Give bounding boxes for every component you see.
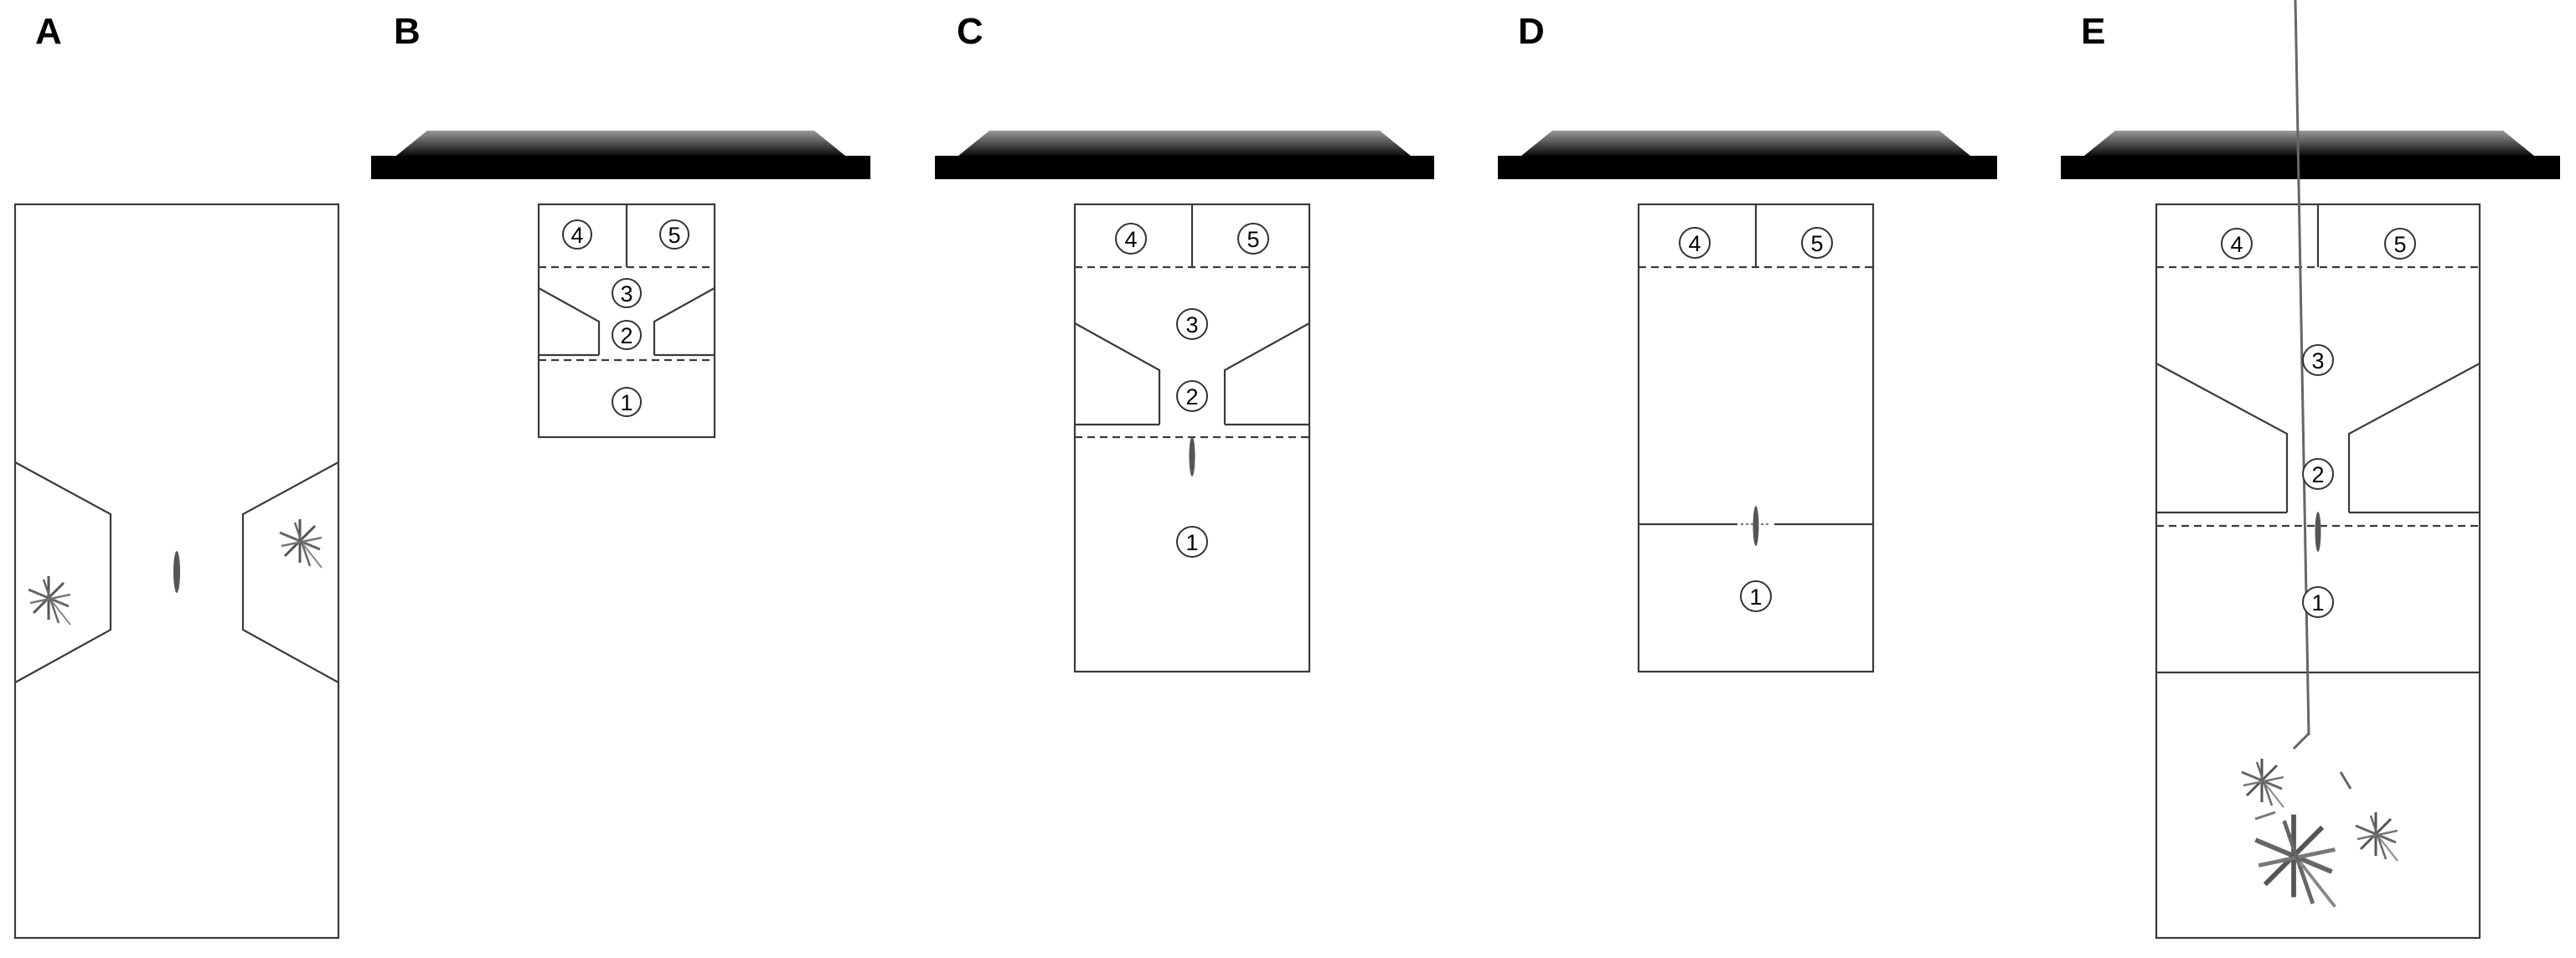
region-label-3-c: 3	[1185, 312, 1198, 337]
region-label-2-e: 2	[2311, 462, 2324, 487]
top-base-d	[1498, 156, 1997, 179]
top-bar-e	[2084, 131, 2534, 156]
region-label-4-c: 4	[1124, 227, 1137, 252]
top-bar-c	[958, 131, 1411, 156]
panel-a: A	[13, 11, 340, 940]
cell-cluster-left-a	[27, 574, 72, 626]
cell-d	[1753, 506, 1759, 546]
region-marker-4-e	[2221, 228, 2253, 260]
cell-fragment-2-e	[2292, 732, 2310, 750]
region-label-2-b: 2	[620, 323, 632, 348]
panel-label-d: D	[1518, 11, 1545, 52]
cell-cluster-right-a	[278, 518, 323, 569]
region-marker-3-e	[2302, 344, 2334, 376]
region-label-1-b: 1	[620, 390, 632, 415]
cell-e	[2315, 512, 2321, 552]
region-label-5-d: 5	[1810, 231, 1823, 256]
cell-fragment-4-e	[2254, 811, 2276, 821]
left-chamber-wall-a	[14, 461, 112, 683]
cell-cluster-2-e	[2255, 815, 2335, 907]
panel-c: C 4 5 3 2 1	[935, 11, 1434, 673]
region-label-1-e: 1	[2311, 590, 2324, 615]
funnel-left-e	[2155, 363, 2289, 512]
funnel-right-c	[1223, 322, 1310, 425]
top-base-c	[935, 156, 1434, 179]
top-bar-d	[1521, 131, 1970, 156]
region-marker-4-b	[562, 219, 592, 250]
region-marker-1-d	[1740, 580, 1772, 612]
region-marker-1-c	[1176, 526, 1208, 558]
region-marker-3-b	[612, 278, 642, 308]
arena-outline-a	[13, 203, 340, 940]
funnel-left-b	[538, 287, 601, 355]
panel-b: B 4 5 3 2 1	[371, 11, 870, 439]
funnel-left-c	[1074, 322, 1161, 425]
region-marker-5-d	[1801, 227, 1833, 259]
region-marker-3-c	[1176, 308, 1208, 340]
panel-label-c: C	[957, 11, 983, 52]
funnel-right-e	[2347, 363, 2480, 512]
region-marker-1-e	[2302, 586, 2334, 618]
region-marker-5-c	[1237, 223, 1269, 255]
region-label-5-c: 5	[1247, 227, 1259, 252]
cell-fragment-3-e	[2339, 771, 2352, 790]
region-label-4-d: 4	[1688, 231, 1701, 256]
region-label-5-b: 5	[668, 223, 680, 248]
panel-label-b: B	[394, 11, 421, 52]
region-label-5-e: 5	[2393, 232, 2406, 257]
region-label-4-b: 4	[570, 223, 583, 248]
region-label-1-c: 1	[1185, 530, 1198, 555]
top-base-e	[2061, 156, 2560, 179]
region-marker-5-b	[659, 219, 689, 250]
region-marker-4-d	[1679, 227, 1711, 259]
region-label-3-e: 3	[2311, 348, 2324, 373]
arena-outline-e	[2155, 203, 2481, 940]
region-marker-1-b	[612, 387, 642, 417]
region-marker-4-c	[1115, 223, 1147, 255]
panel-label-a: A	[35, 11, 62, 52]
top-base-b	[371, 156, 870, 179]
cell-cluster-3-e	[2354, 811, 2399, 863]
region-label-3-b: 3	[620, 281, 632, 306]
cell-cluster-1-e	[2240, 757, 2285, 809]
region-label-4-e: 4	[2230, 232, 2243, 257]
panel-label-e: E	[2081, 11, 2105, 52]
top-bar-b	[396, 131, 845, 156]
cell-c	[1189, 436, 1195, 476]
region-label-2-c: 2	[1185, 384, 1198, 409]
region-label-1-d: 1	[1749, 585, 1762, 610]
funnel-right-b	[653, 287, 715, 355]
region-marker-2-e	[2302, 458, 2334, 490]
panel-e: E 4 5 3 2 1	[2061, 0, 2560, 940]
region-marker-2-b	[612, 320, 642, 350]
region-marker-5-e	[2384, 228, 2416, 260]
panel-d: D 4 5 1	[1498, 11, 1997, 673]
right-chamber-wall-a	[241, 461, 339, 683]
region-marker-2-c	[1176, 380, 1208, 412]
center-cell-a	[173, 551, 180, 593]
